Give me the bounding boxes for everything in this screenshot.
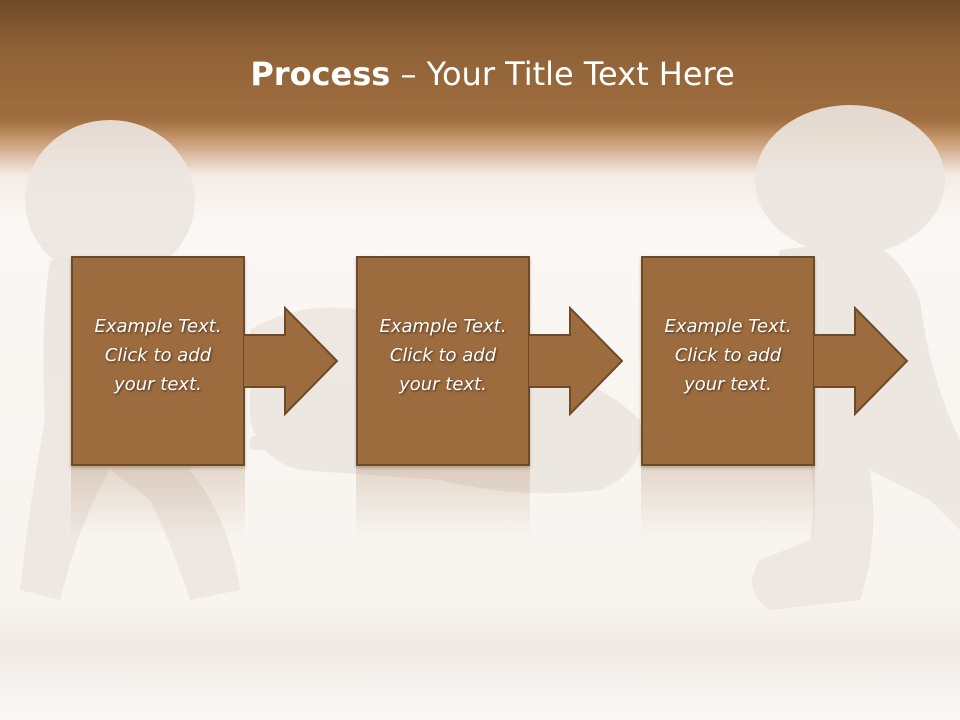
slide-title[interactable]: Process – Your Title Text Here — [0, 52, 960, 96]
step-reflection-1 — [71, 466, 245, 538]
step-text-2[interactable]: Example Text. Click to add your text. — [358, 312, 528, 399]
step-text-3[interactable]: Example Text. Click to add your text. — [643, 312, 813, 399]
step-box-2[interactable]: Example Text. Click to add your text. — [356, 256, 530, 466]
step-2-line3: your text. — [399, 374, 487, 395]
step-text-1[interactable]: Example Text. Click to add your text. — [73, 312, 243, 399]
title-rest: – Your Title Text Here — [390, 55, 735, 93]
arrow-right-icon — [528, 306, 624, 416]
step-2-line2: Click to add — [389, 345, 497, 366]
step-1-line1: Example Text. — [94, 316, 222, 337]
step-reflection-2 — [356, 466, 530, 538]
step-1-line2: Click to add — [104, 345, 212, 366]
step-3-line1: Example Text. — [664, 316, 792, 337]
step-1-line3: your text. — [114, 374, 202, 395]
step-2-line1: Example Text. — [379, 316, 507, 337]
step-3-line2: Click to add — [674, 345, 782, 366]
title-bold: Process — [250, 55, 391, 93]
step-box-1[interactable]: Example Text. Click to add your text. — [71, 256, 245, 466]
arrow-right-icon — [813, 306, 909, 416]
step-box-3[interactable]: Example Text. Click to add your text. — [641, 256, 815, 466]
step-3-line3: your text. — [684, 374, 772, 395]
step-reflection-3 — [641, 466, 815, 538]
arrow-right-icon — [243, 306, 339, 416]
